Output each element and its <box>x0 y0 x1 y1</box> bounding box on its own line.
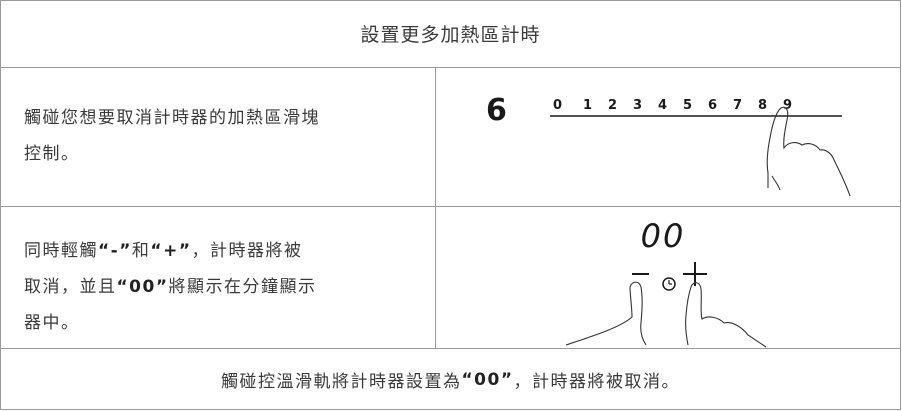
row2-text-1b: 和 <box>131 241 151 261</box>
divider-row1 <box>0 206 901 207</box>
row2-text-line2: 取消，並且“00”將顯示在分鐘顯示 <box>24 269 424 305</box>
right-finger-icon <box>685 282 767 348</box>
left-finger-icon <box>565 281 647 346</box>
clock-icon <box>662 277 676 291</box>
row2-text-line1: 同時輕觸“-”和“+”，計時器將被 <box>24 233 424 269</box>
slider-number-0: 0 <box>553 98 562 113</box>
slider-number-7: 7 <box>733 98 742 113</box>
row2-text-line3: 器中。 <box>24 313 80 333</box>
seven-segment-digit: 6 <box>486 93 507 128</box>
slider-number-6: 6 <box>708 98 717 113</box>
zero-display-ref: “00” <box>116 277 169 297</box>
table-title: 設置更多加熱區計時 <box>360 24 541 46</box>
slider-number-2: 2 <box>608 98 617 113</box>
row1-text-line1: 觸碰您想要取消計時器的加熱區滑塊 <box>24 108 320 128</box>
slider-number-9: 9 <box>783 98 792 113</box>
finger-detail <box>771 175 781 191</box>
minus-key-ref: “-” <box>98 241 132 261</box>
divider-row2 <box>0 348 901 349</box>
slider-number-5: 5 <box>683 98 692 113</box>
row2-text-1a: 同時輕觸 <box>24 241 98 261</box>
slider-number-1: 1 <box>583 98 592 113</box>
slider-number-3: 3 <box>633 98 642 113</box>
plus-key-ref: “+” <box>150 241 192 261</box>
slider-numbers: 0 1 2 3 4 5 6 7 8 9 <box>553 98 792 113</box>
slider-illustration: 6 0 1 2 3 4 5 6 7 8 9 <box>486 93 851 197</box>
timer-display: 00 <box>641 217 686 255</box>
footer-text-a: 觸碰控溫滑軌將計時器設置為 <box>220 372 462 392</box>
divider-header <box>0 67 901 68</box>
row1-instruction: 觸碰您想要取消計時器的加熱區滑塊 控制。 <box>24 100 424 172</box>
plus-icon <box>683 262 707 286</box>
slider-number-4: 4 <box>658 98 667 113</box>
footer-zero-ref: “00” <box>461 369 514 390</box>
timer-illustration: 00 <box>565 217 767 348</box>
row2-text-2b: 將顯示在分鐘顯示 <box>168 277 317 297</box>
table-footer: 觸碰控溫滑軌將計時器設置為“00”，計時器將被取消。 <box>0 349 901 410</box>
table-header: 設置更多加熱區計時 <box>0 0 901 67</box>
column-divider <box>435 67 436 349</box>
row2-text-1c: ，計時器將被 <box>191 241 303 261</box>
finger-pointer-icon <box>766 106 851 197</box>
row2-text-2a: 取消，並且 <box>24 277 117 297</box>
slider-number-8: 8 <box>758 98 767 113</box>
footer-text-b: ，計時器將被取消。 <box>513 372 680 392</box>
row2-instruction: 同時輕觸“-”和“+”，計時器將被 取消，並且“00”將顯示在分鐘顯示 器中。 <box>24 233 424 341</box>
row1-text-line2: 控制。 <box>24 144 80 164</box>
